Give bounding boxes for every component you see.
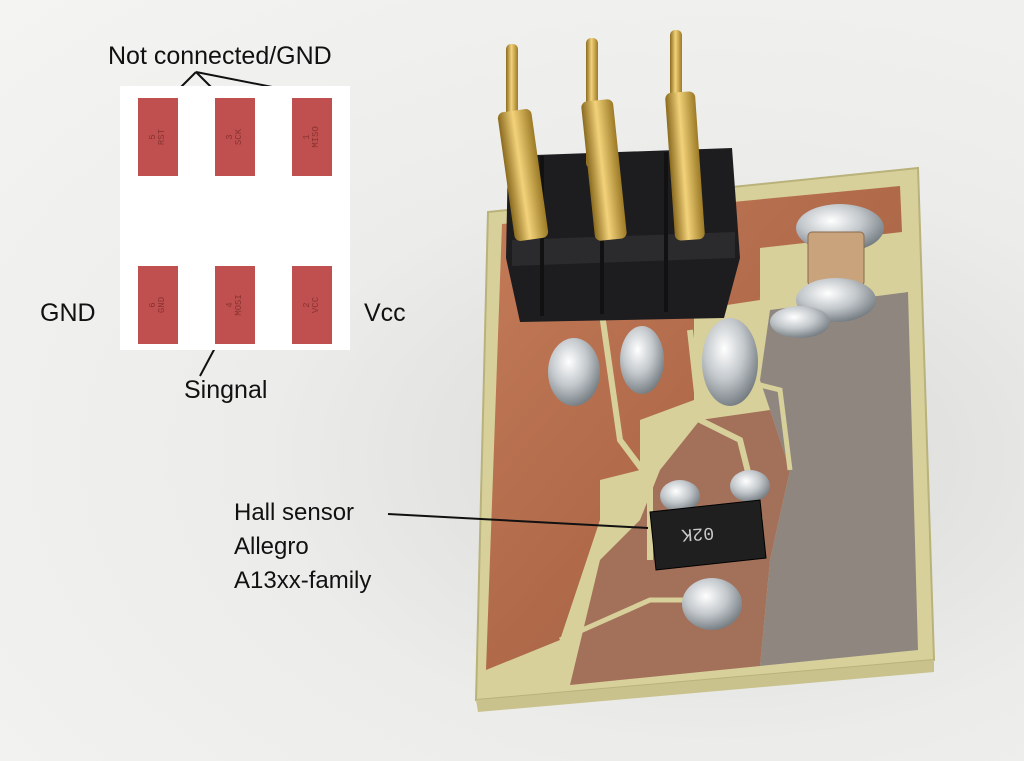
label-gnd: GND (40, 299, 96, 327)
hall-caption-line-2: Allegro (234, 533, 309, 560)
label-vcc: Vcc (364, 299, 406, 327)
label-not-connected-gnd: Not connected/GND (108, 42, 332, 70)
hall-caption-line-3: A13xx-family (234, 567, 372, 594)
pin-header (497, 30, 758, 406)
smd-capacitor (770, 204, 884, 338)
label-signal: Singnal (184, 376, 268, 404)
hall-sensor-caption: Hall sensor Allegro A13xx-family (234, 496, 371, 598)
chip-marking: 02K (681, 522, 715, 544)
hall-sensor-chip: 02K (649, 470, 770, 630)
hall-caption-line-1: Hall sensor (234, 499, 355, 526)
